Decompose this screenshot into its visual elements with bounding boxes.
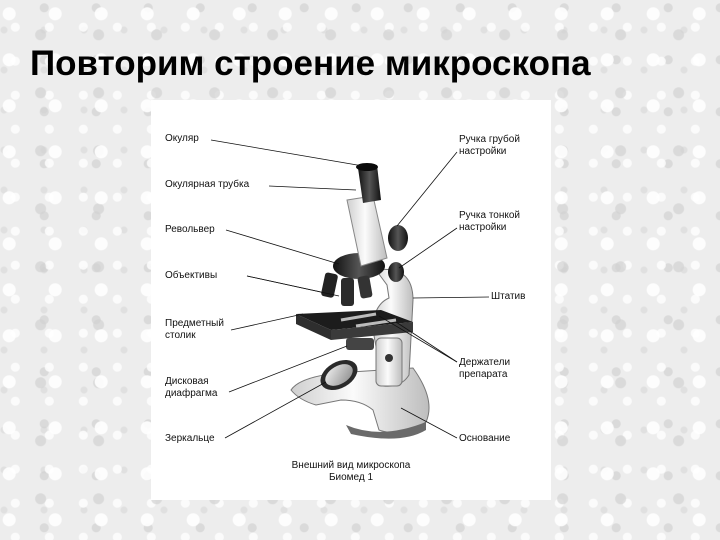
label-coarse-knob: Ручка грубой настройки [459,134,520,157]
figure-caption: Внешний вид микроскопа Биомед 1 [291,460,411,483]
mirror [320,359,358,391]
slide-title: Повторим строение микроскопа [30,44,591,83]
label-revolver: Револьвер [165,224,215,235]
label-stand: Штатив [491,291,526,302]
label-base: Основание [459,433,511,444]
label-diaphragm: Дисковая диафрагма [165,376,218,399]
eyepiece [356,163,381,203]
leader-lines [210,139,490,439]
specimen-clips [340,312,397,328]
microscope-illustration [210,139,490,439]
diaphragm [346,338,374,350]
microscope-diagram: Окуляр Окулярная трубка Револьвер Объект… [151,100,551,500]
label-fine-knob: Ручка тонкой настройки [459,210,521,233]
label-clips: Держатели препарата [459,357,511,380]
label-objectives: Объективы [165,270,218,281]
objectives [321,272,373,306]
label-eyepiece-tube: Окулярная трубка [165,179,250,190]
fine-knob [388,262,404,282]
label-mirror: Зеркальце [165,433,215,444]
stage [296,310,413,340]
label-stage: Предметный столик [165,318,224,341]
microscope-base [290,367,430,439]
label-eyepiece: Окуляр [165,133,199,144]
coarse-knob [388,225,408,251]
